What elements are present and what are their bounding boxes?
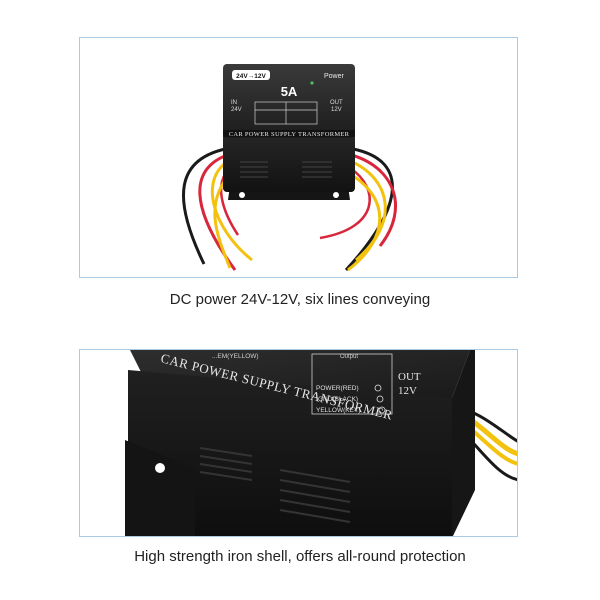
legend-power-red: POWER(RED)	[316, 385, 359, 392]
converter-shell-top	[223, 64, 355, 138]
legend-yellow-key: YELLOW(KEY)	[316, 407, 360, 414]
closeup-vent-slots	[199, 447, 351, 523]
brand-label: CAR POWER SUPPLY TRANSFORMER	[229, 131, 350, 138]
mounting-hole-icon	[155, 463, 165, 473]
power-label: Power	[324, 73, 345, 80]
caption-top: DC power 24V-12V, six lines conveying	[169, 291, 431, 308]
caption-bottom: High strength iron shell, offers all-rou…	[134, 548, 466, 565]
vent-slots	[240, 161, 332, 178]
power-led-icon	[310, 81, 314, 85]
closeup-out-label: OUT	[398, 371, 421, 383]
closeup-shell-front	[128, 370, 452, 536]
product-photo-bottom: CAR POWER SUPPLY TRANSFORMER ...EM(YELLO…	[79, 349, 518, 537]
converter-illustration: 24V→12V Power 5A IN 24V OUT 12V CAR POWE…	[181, 64, 397, 272]
conversion-label: 24V→12V	[236, 73, 266, 80]
in-voltage: 24V	[231, 107, 242, 113]
wiring-diagram	[254, 101, 318, 125]
mounting-flange	[125, 440, 195, 536]
output-tag: Output	[340, 354, 358, 360]
in-label: IN	[231, 100, 237, 106]
legend-gnd-black: GND(BLACK)	[318, 396, 358, 403]
product-photo-top: 24V→12V Power 5A IN 24V OUT 12V CAR POWE…	[79, 37, 518, 278]
minus-icon	[376, 395, 384, 403]
plus-icon-2	[378, 406, 386, 414]
out-voltage: 12V	[331, 107, 342, 113]
legend-partial: ...EM(YELLOW)	[212, 353, 259, 360]
wiring-legend: ...EM(YELLOW) Output POWER(RED) GND(BLAC…	[212, 353, 393, 415]
closeup-out-voltage: 12V	[398, 385, 417, 397]
output-wires	[319, 146, 397, 272]
converter-shell-front	[223, 134, 355, 192]
out-label: OUT	[330, 100, 343, 106]
converter-closeup: CAR POWER SUPPLY TRANSFORMER ...EM(YELLO…	[125, 350, 517, 536]
plus-icon	[374, 384, 382, 392]
current-rating: 5A	[281, 84, 298, 99]
